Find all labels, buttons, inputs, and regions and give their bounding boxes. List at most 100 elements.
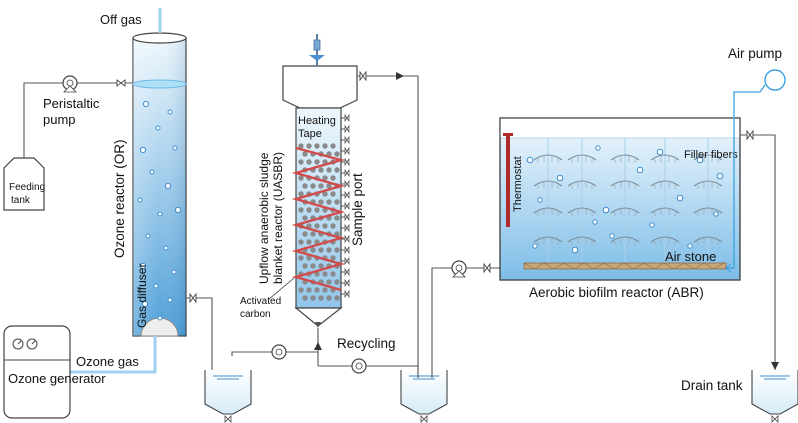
granule <box>334 199 340 205</box>
heating-tape <box>291 146 346 292</box>
fiber-bundle <box>650 180 680 187</box>
granule <box>306 159 312 165</box>
valve-icon <box>344 223 350 233</box>
thermostat <box>506 135 510 227</box>
fiber-bundle <box>567 236 597 243</box>
bubble <box>676 194 684 202</box>
fiber-bundle <box>567 180 597 187</box>
granule <box>318 183 324 189</box>
tank-body <box>400 370 448 415</box>
air-pump-label: Air pump <box>728 46 782 61</box>
abr-label: Aerobic biofilm reactor (ABR) <box>529 285 704 300</box>
abr-bubbles <box>526 145 724 254</box>
bubble <box>636 166 644 174</box>
bubble <box>595 145 601 151</box>
granule <box>326 295 332 301</box>
arrow-icon <box>725 263 732 273</box>
valve-icon <box>344 256 350 266</box>
pump-icon <box>351 358 367 374</box>
bubble <box>142 100 150 108</box>
valve-icon <box>483 262 491 274</box>
fiber-strand <box>571 209 593 216</box>
granule <box>298 287 304 293</box>
granule <box>314 271 320 277</box>
activated-carbon-pointer <box>267 277 295 301</box>
granule <box>306 287 312 293</box>
sample-port-label: Sample port <box>350 173 365 246</box>
granule <box>302 151 308 157</box>
fiber-strand <box>697 209 719 216</box>
valve-icon <box>116 79 126 87</box>
intermediate-tank-2 <box>400 370 448 423</box>
air-pump-icon <box>759 69 786 93</box>
valve-icon <box>344 201 350 211</box>
fiber-bundle <box>693 236 723 243</box>
bubble <box>609 233 615 239</box>
fiber-strand <box>614 156 636 163</box>
granule <box>322 271 328 277</box>
valve-icon <box>344 135 350 145</box>
granule <box>334 295 340 301</box>
fiber-strand <box>697 182 719 189</box>
granule <box>314 223 320 229</box>
uasbr <box>282 65 358 328</box>
air-stone <box>523 262 727 270</box>
granule <box>330 175 336 181</box>
granule <box>302 215 308 221</box>
bubble <box>145 233 151 239</box>
granule <box>318 263 324 269</box>
bubble <box>149 169 155 175</box>
granule <box>318 167 324 173</box>
bubble <box>157 211 163 217</box>
granule <box>334 279 340 285</box>
bubble <box>532 243 538 249</box>
fiber-strand <box>537 238 559 245</box>
aerobic-biofilm-reactor <box>499 117 741 281</box>
ozone-reactor-bubbles <box>137 100 182 321</box>
granule <box>298 255 304 261</box>
valve-icon <box>224 415 232 423</box>
granule <box>298 175 304 181</box>
abr-outlet-pipe <box>740 134 776 370</box>
bubble <box>167 109 173 115</box>
off-gas-label: Off gas <box>100 12 142 27</box>
activated-carbon-label: Activated carbon <box>240 296 284 320</box>
valve-icon <box>344 245 350 255</box>
granule <box>314 287 320 293</box>
granule <box>314 207 320 213</box>
fiber-bundle <box>533 180 563 187</box>
bubble <box>649 222 655 228</box>
uasbr-outlet-pipe <box>357 75 419 370</box>
peristaltic-pump-label: Peristaltic pump <box>43 96 103 127</box>
bubble <box>537 197 543 203</box>
ozone-reactor <box>132 32 187 337</box>
granule <box>310 247 316 253</box>
granule <box>298 191 304 197</box>
granule <box>322 191 328 197</box>
ozone-generator: Ozone generator <box>3 325 106 419</box>
fiber-bundle <box>693 154 723 161</box>
fiber-strand <box>537 182 559 189</box>
granule <box>334 247 340 253</box>
valve-icon <box>344 289 350 299</box>
granule <box>310 231 316 237</box>
granule <box>314 143 320 149</box>
granule <box>298 207 304 213</box>
granule <box>302 231 308 237</box>
air-stone-label: Air stone <box>665 249 716 264</box>
granule <box>302 295 308 301</box>
ozone-reactor-label: Ozone reactor (OR) <box>112 139 127 258</box>
arrow-icon <box>396 72 404 80</box>
granule <box>322 143 328 149</box>
valve-icon <box>344 168 350 178</box>
granule <box>330 143 336 149</box>
fiber-strand <box>537 156 559 163</box>
granule <box>322 175 328 181</box>
bubble <box>656 148 664 156</box>
fiber-bundle <box>650 154 680 161</box>
fiber-strand <box>571 156 593 163</box>
granule <box>322 287 328 293</box>
or-outlet-pipe <box>186 297 213 370</box>
granule <box>334 151 340 157</box>
